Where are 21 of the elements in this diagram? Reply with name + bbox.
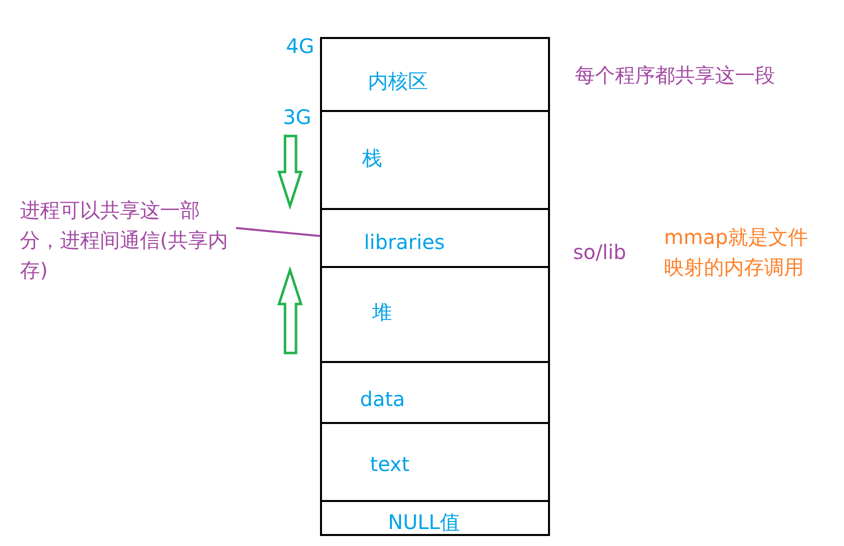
memory-segment [320,110,550,210]
height-label: 3G [283,104,312,131]
memory-segment [320,361,550,424]
memory-segment [320,37,550,112]
memory-segment [320,208,550,268]
annotation-label: so/lib [573,239,626,266]
segment-label: NULL值 [388,510,460,534]
segment-label: 栈 [362,146,382,170]
segment-label: 内核区 [368,69,428,93]
segment-label: 堆 [372,300,392,324]
note-text: mmap就是文件映射的内存调用 [664,224,809,281]
height-label: 4G [286,33,314,60]
segment-label: data [360,387,406,411]
note-text: 每个程序都共享这一段 [575,62,775,89]
memory-segment [320,266,550,363]
note-text: 进程可以共享这一部分，进程间通信(共享内存) [20,195,232,285]
segment-label: text [370,452,410,476]
leader-line [236,227,320,237]
memory-segment [320,500,550,536]
segment-label: libraries [364,230,445,254]
memory-segment [320,422,550,502]
